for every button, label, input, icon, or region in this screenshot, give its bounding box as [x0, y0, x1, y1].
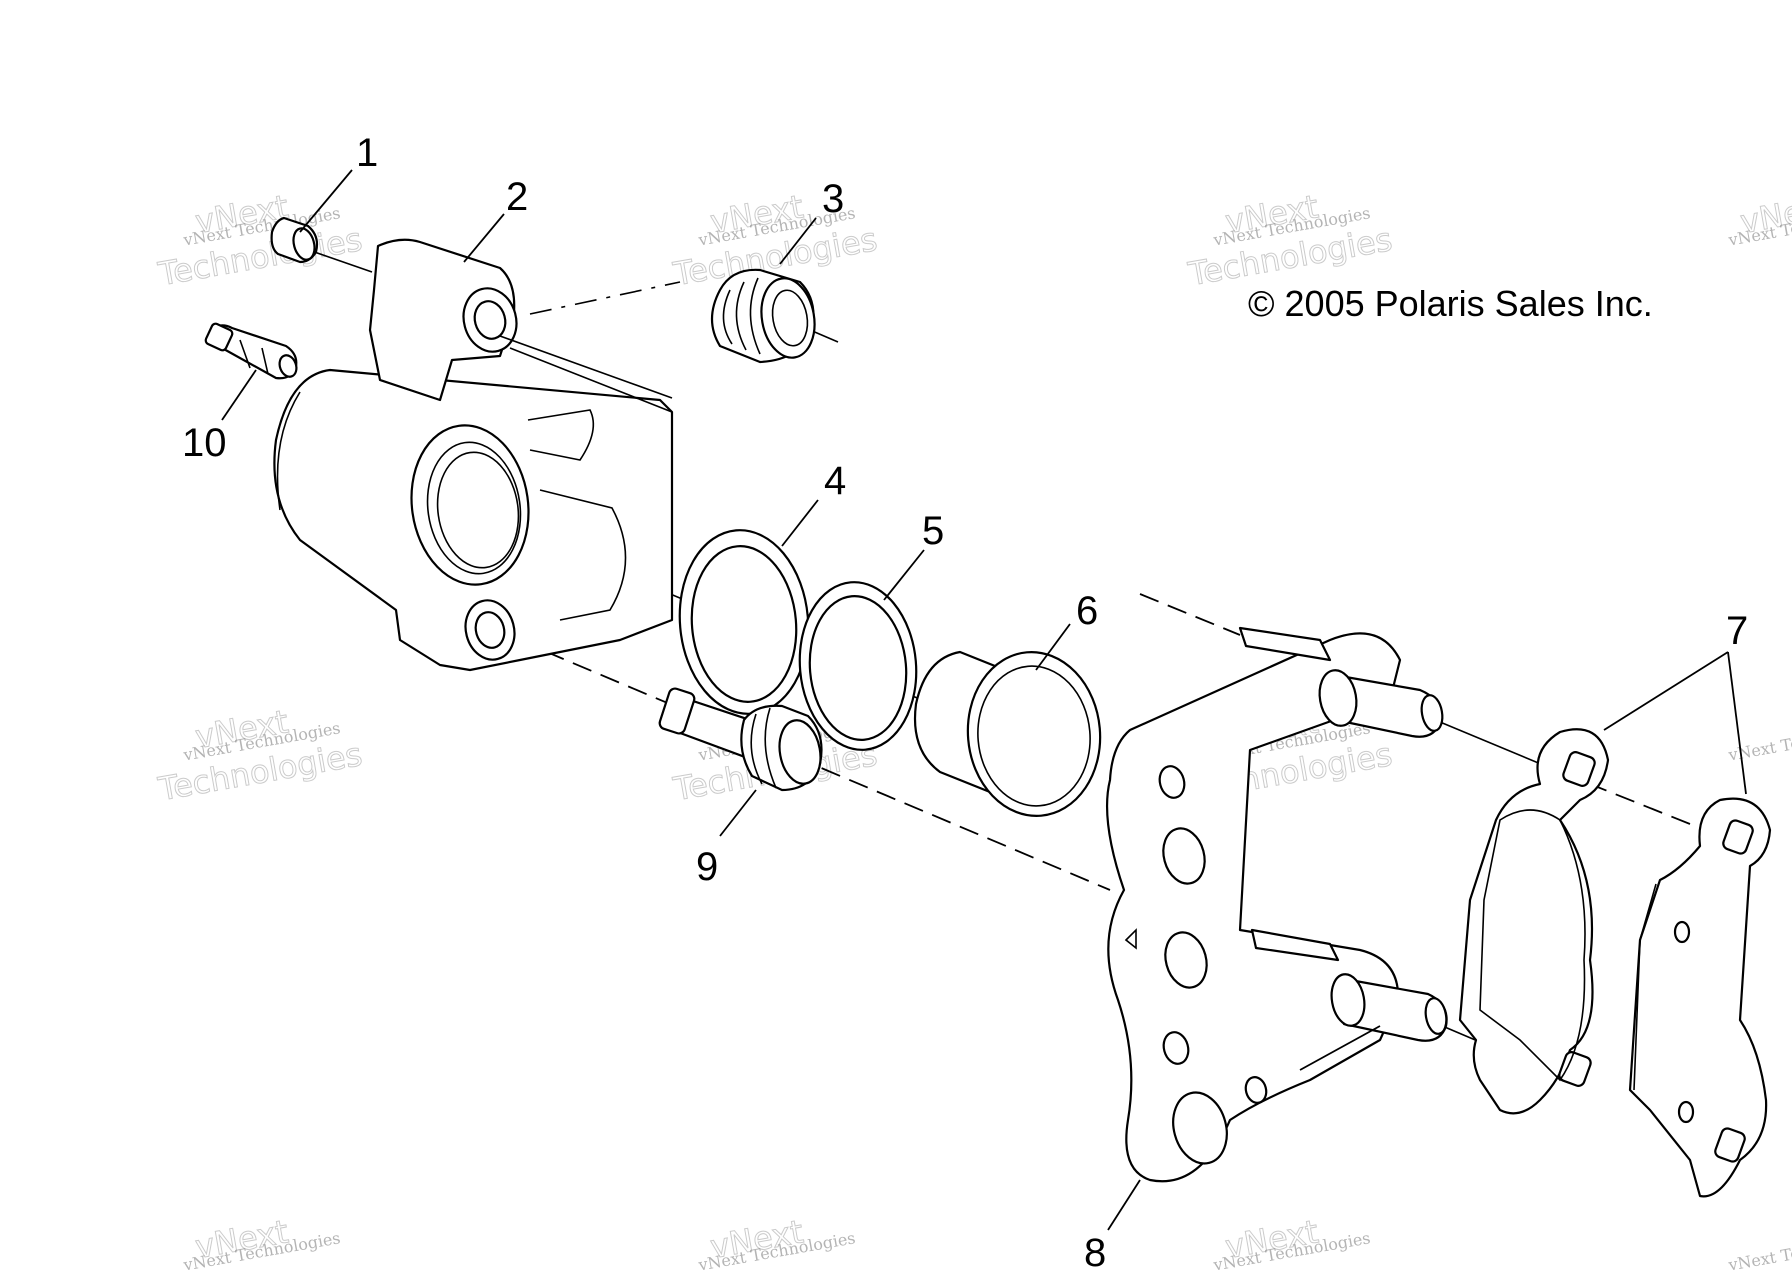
part-7-brake-pad-outer[interactable] [1628, 797, 1772, 1198]
part-10-bleeder-screw[interactable] [204, 322, 299, 380]
leader-3 [779, 217, 817, 265]
callout-1[interactable]: 1 [356, 131, 378, 175]
callout-8[interactable]: 8 [1084, 1231, 1106, 1275]
leader-1 [299, 169, 353, 233]
watermark-tile: vNext Technologies [1726, 1228, 1792, 1274]
callout-6[interactable]: 6 [1076, 589, 1098, 633]
callout-10[interactable]: 10 [182, 421, 227, 465]
watermark-text: vNext Technologies [1726, 1228, 1792, 1274]
watermark-layer: vNext vNext Technologies Technologies vN… [154, 187, 1792, 1275]
leader-8b [1299, 1025, 1381, 1071]
leader-2 [463, 213, 505, 263]
callout-4[interactable]: 4 [824, 459, 846, 503]
leader-7a [1603, 651, 1729, 731]
axis-upper-dashed [1139, 593, 1241, 636]
watermark-text: vNext Technologies [1726, 718, 1792, 764]
axis-lower-pin [1439, 1024, 1481, 1043]
part-5-ring[interactable] [793, 577, 923, 754]
part-2-caliper-body[interactable] [273, 238, 674, 672]
part-9-bolt[interactable] [658, 687, 825, 792]
part-1-bushing[interactable] [270, 216, 319, 264]
part-3-boot[interactable] [710, 268, 821, 364]
watermark-tile: vNext vNext Technologies Technologies [669, 187, 880, 294]
watermark-tile: vNext Technologies [1726, 718, 1792, 764]
part-4-seal-ring[interactable] [672, 525, 816, 719]
part-7-brake-pad-inner[interactable] [1458, 728, 1610, 1115]
watermark-tile: vNext vNext Technologies [1726, 187, 1792, 250]
watermark-tile: vNext vNext Technologies [181, 1212, 342, 1275]
leader-5 [883, 549, 925, 601]
part-6-piston[interactable] [914, 647, 1107, 822]
callout-9[interactable]: 9 [696, 845, 718, 889]
callouts: 1 2 3 4 5 6 7 8 9 10 [182, 131, 1748, 1275]
callout-3[interactable]: 3 [822, 177, 844, 221]
axis-bushing [529, 281, 681, 315]
callout-7[interactable]: 7 [1726, 609, 1748, 653]
callout-2[interactable]: 2 [506, 175, 528, 219]
callout-5[interactable]: 5 [922, 509, 944, 553]
leader-4 [781, 499, 819, 547]
leader-8a [1107, 1179, 1141, 1231]
leader-9 [719, 789, 757, 837]
leader-6 [1035, 623, 1071, 671]
leader-10 [221, 369, 257, 421]
copyright-notice: © 2005 Polaris Sales Inc. [1248, 283, 1653, 324]
leader-lines [221, 169, 1747, 1231]
watermark-tile: vNext vNext Technologies [696, 1212, 857, 1275]
part-8-bracket[interactable] [1105, 626, 1449, 1183]
watermark-tile: vNext vNext Technologies [1211, 1212, 1372, 1275]
leader-7b [1727, 651, 1747, 795]
watermark-tile: vNext vNext Technologies Technologies [1184, 187, 1395, 294]
watermark-tile: vNext vNext Technologies Technologies [154, 702, 365, 809]
